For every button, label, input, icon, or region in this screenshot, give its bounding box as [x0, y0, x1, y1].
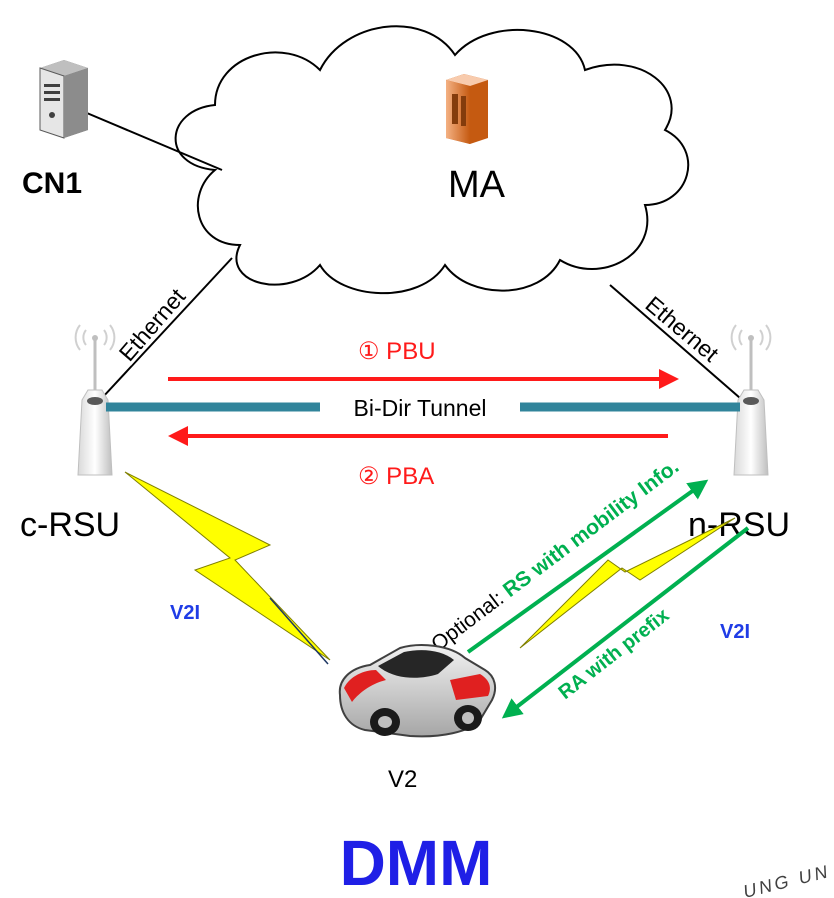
rs-arrow	[466, 479, 709, 654]
lightning-icon	[519, 517, 736, 649]
antenna-icon	[74, 324, 116, 476]
car-icon	[338, 644, 497, 738]
server-cabinet-icon	[446, 74, 488, 144]
server-tower-icon	[39, 60, 88, 139]
ra-message-label: RA with prefix	[555, 604, 674, 704]
cn1-label: CN1	[22, 167, 82, 200]
v2i-left-label: V2I	[170, 602, 200, 624]
ma-label: MA	[448, 164, 506, 206]
ethernet-left-line	[101, 257, 233, 399]
core-network-cloud	[174, 25, 690, 295]
cn1-link-line	[74, 107, 223, 171]
ethernet-right-line	[609, 284, 741, 399]
diagram-title: DMM	[340, 827, 493, 898]
antenna-icon	[730, 324, 772, 476]
tunnel-label: Bi-Dir Tunnel	[354, 395, 487, 421]
seal-watermark: UNG UN	[741, 861, 832, 898]
ra-arrow	[501, 526, 750, 719]
lightning-icon	[124, 471, 331, 661]
v2i-right-label: V2I	[720, 621, 750, 643]
c-rsu-label: c-RSU	[20, 506, 120, 544]
pbu-label: ① PBU	[358, 338, 436, 365]
optional-prefix: Optional:	[427, 584, 513, 656]
pba-label: ② PBA	[358, 463, 434, 490]
ethernet-right-label: Ethernet	[640, 291, 724, 367]
vehicle-label: V2	[388, 766, 417, 793]
